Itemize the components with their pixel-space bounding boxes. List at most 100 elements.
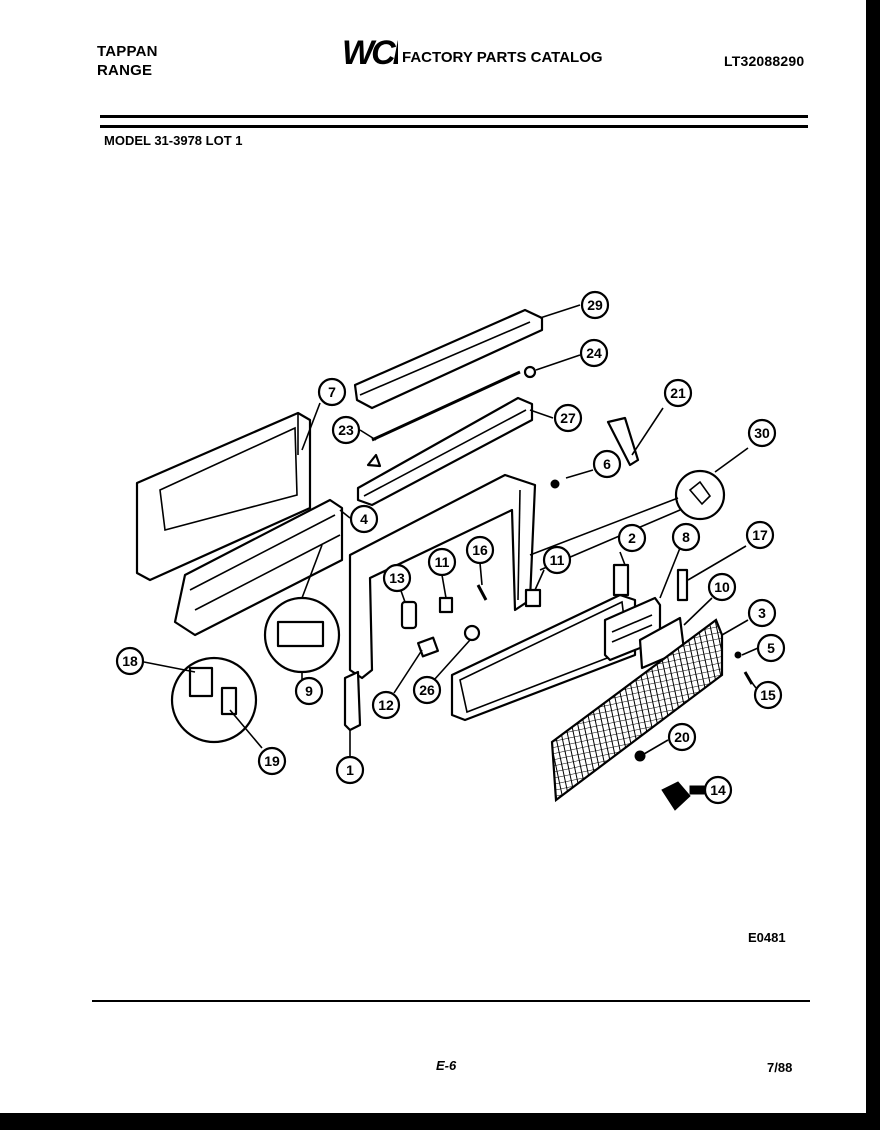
- callout-14-label: 14: [710, 782, 726, 798]
- part-top-trim: [353, 308, 544, 410]
- callout-6-label: 6: [603, 456, 611, 472]
- callout-27: 27: [553, 403, 583, 433]
- callout-20: 20: [667, 722, 697, 752]
- callout-24-label: 24: [586, 345, 602, 361]
- callout-1: 1: [335, 755, 365, 785]
- part-grille: [550, 618, 724, 803]
- part-rail: [356, 396, 534, 507]
- part-bracket-17: [676, 568, 689, 602]
- callout-12-label: 12: [378, 697, 394, 713]
- callout-7: 7: [317, 377, 347, 407]
- callout-9: 9: [294, 676, 324, 706]
- leader-lines: [143, 304, 759, 791]
- callout-10: 10: [707, 572, 737, 602]
- callout-17: 17: [745, 520, 775, 550]
- callout-9-label: 9: [305, 683, 313, 699]
- callout-29: 29: [580, 290, 610, 320]
- callout-18: 18: [115, 646, 145, 676]
- part-bracket-18: [188, 666, 214, 698]
- callout-3: 3: [747, 598, 777, 628]
- header-rule-top: [100, 115, 808, 118]
- part-detail-30-clip: [688, 480, 712, 506]
- catalog-title: FACTORY PARTS CATALOG: [402, 49, 603, 66]
- callout-13-label: 13: [389, 570, 405, 586]
- callout-18-label: 18: [122, 653, 138, 669]
- part-clip: [523, 365, 537, 379]
- callout-8: 8: [671, 522, 701, 552]
- part-relay: [276, 620, 325, 648]
- callout-15-label: 15: [760, 687, 776, 703]
- callout-13: 13: [382, 563, 412, 593]
- page-border-bottom: [0, 1113, 880, 1130]
- part-control-panel: [450, 563, 637, 722]
- callout-30-label: 30: [754, 425, 770, 441]
- diagram-code: E0481: [748, 930, 786, 945]
- wci-logo: WCI: [342, 34, 398, 70]
- brand-line2: RANGE: [97, 62, 153, 79]
- part-sensor-11b: [524, 588, 542, 608]
- callout-29-label: 29: [587, 297, 603, 313]
- callout-16-label: 16: [472, 542, 488, 558]
- callout-11b-label: 11: [550, 552, 565, 568]
- callout-6: 6: [592, 449, 622, 479]
- callout-17-label: 17: [752, 527, 768, 543]
- part-terminal-12: [416, 636, 440, 658]
- callout-27-label: 27: [560, 410, 576, 426]
- part-rod: [371, 370, 521, 442]
- callout-20-label: 20: [674, 729, 690, 745]
- callout-23: 23: [331, 415, 361, 445]
- part-main-frame: [343, 473, 537, 732]
- model-label: MODEL 31-3978 LOT 1: [104, 133, 243, 148]
- revision-date: 7/88: [767, 1060, 793, 1075]
- callout-15: 15: [753, 680, 783, 710]
- part-lower-channel: [173, 498, 344, 637]
- callout-21-label: 21: [670, 385, 686, 401]
- callout-5-label: 5: [767, 640, 775, 656]
- part-handle: [606, 416, 640, 467]
- part-fastener-20: [634, 750, 646, 762]
- page-reference: E-6: [436, 1058, 457, 1073]
- part-knob: [661, 781, 705, 811]
- callout-26: 26: [412, 675, 442, 705]
- part-fastener-5: [734, 651, 742, 659]
- part-screw-6: [550, 479, 560, 489]
- callout-3-label: 3: [758, 605, 766, 621]
- callout-26-label: 26: [419, 682, 435, 698]
- callout-19-label: 19: [264, 753, 280, 769]
- part-valve-26: [463, 624, 481, 642]
- brand-line1: TAPPAN: [97, 43, 158, 60]
- callout-14: 14: [703, 775, 733, 805]
- callout-11b: 11: [542, 545, 572, 575]
- footer-rule: [92, 1000, 810, 1002]
- page-border-right: [866, 0, 880, 1130]
- header-rule-bottom: [100, 125, 808, 128]
- callout-11a: 11: [427, 547, 457, 577]
- callout-19: 19: [257, 746, 287, 776]
- callout-7-label: 7: [328, 384, 336, 400]
- callout-11a-label: 11: [435, 554, 450, 570]
- part-rear-panel: [135, 411, 312, 582]
- part-bracket-19: [220, 686, 238, 716]
- callout-24: 24: [579, 338, 609, 368]
- callout-1-label: 1: [346, 762, 354, 778]
- callout-4: 4: [349, 504, 379, 534]
- callout-5: 5: [756, 633, 786, 663]
- callout-21: 21: [663, 378, 693, 408]
- callout-4-label: 4: [360, 511, 368, 527]
- callout-2: 2: [617, 523, 647, 553]
- callout-16: 16: [465, 535, 495, 565]
- part-detail-30: [674, 469, 726, 521]
- wci-logo-text: WCI: [342, 34, 398, 70]
- catalog-number: LT32088290: [724, 53, 805, 69]
- part-sensor-11a: [438, 596, 454, 614]
- part-bracket-small: [366, 453, 382, 468]
- callout-2-label: 2: [628, 530, 636, 546]
- callout-8-label: 8: [682, 529, 690, 545]
- callout-23-label: 23: [338, 422, 354, 438]
- callout-12: 12: [371, 690, 401, 720]
- part-switch-13: [400, 600, 418, 630]
- callout-10-label: 10: [714, 579, 730, 595]
- callout-30: 30: [747, 418, 777, 448]
